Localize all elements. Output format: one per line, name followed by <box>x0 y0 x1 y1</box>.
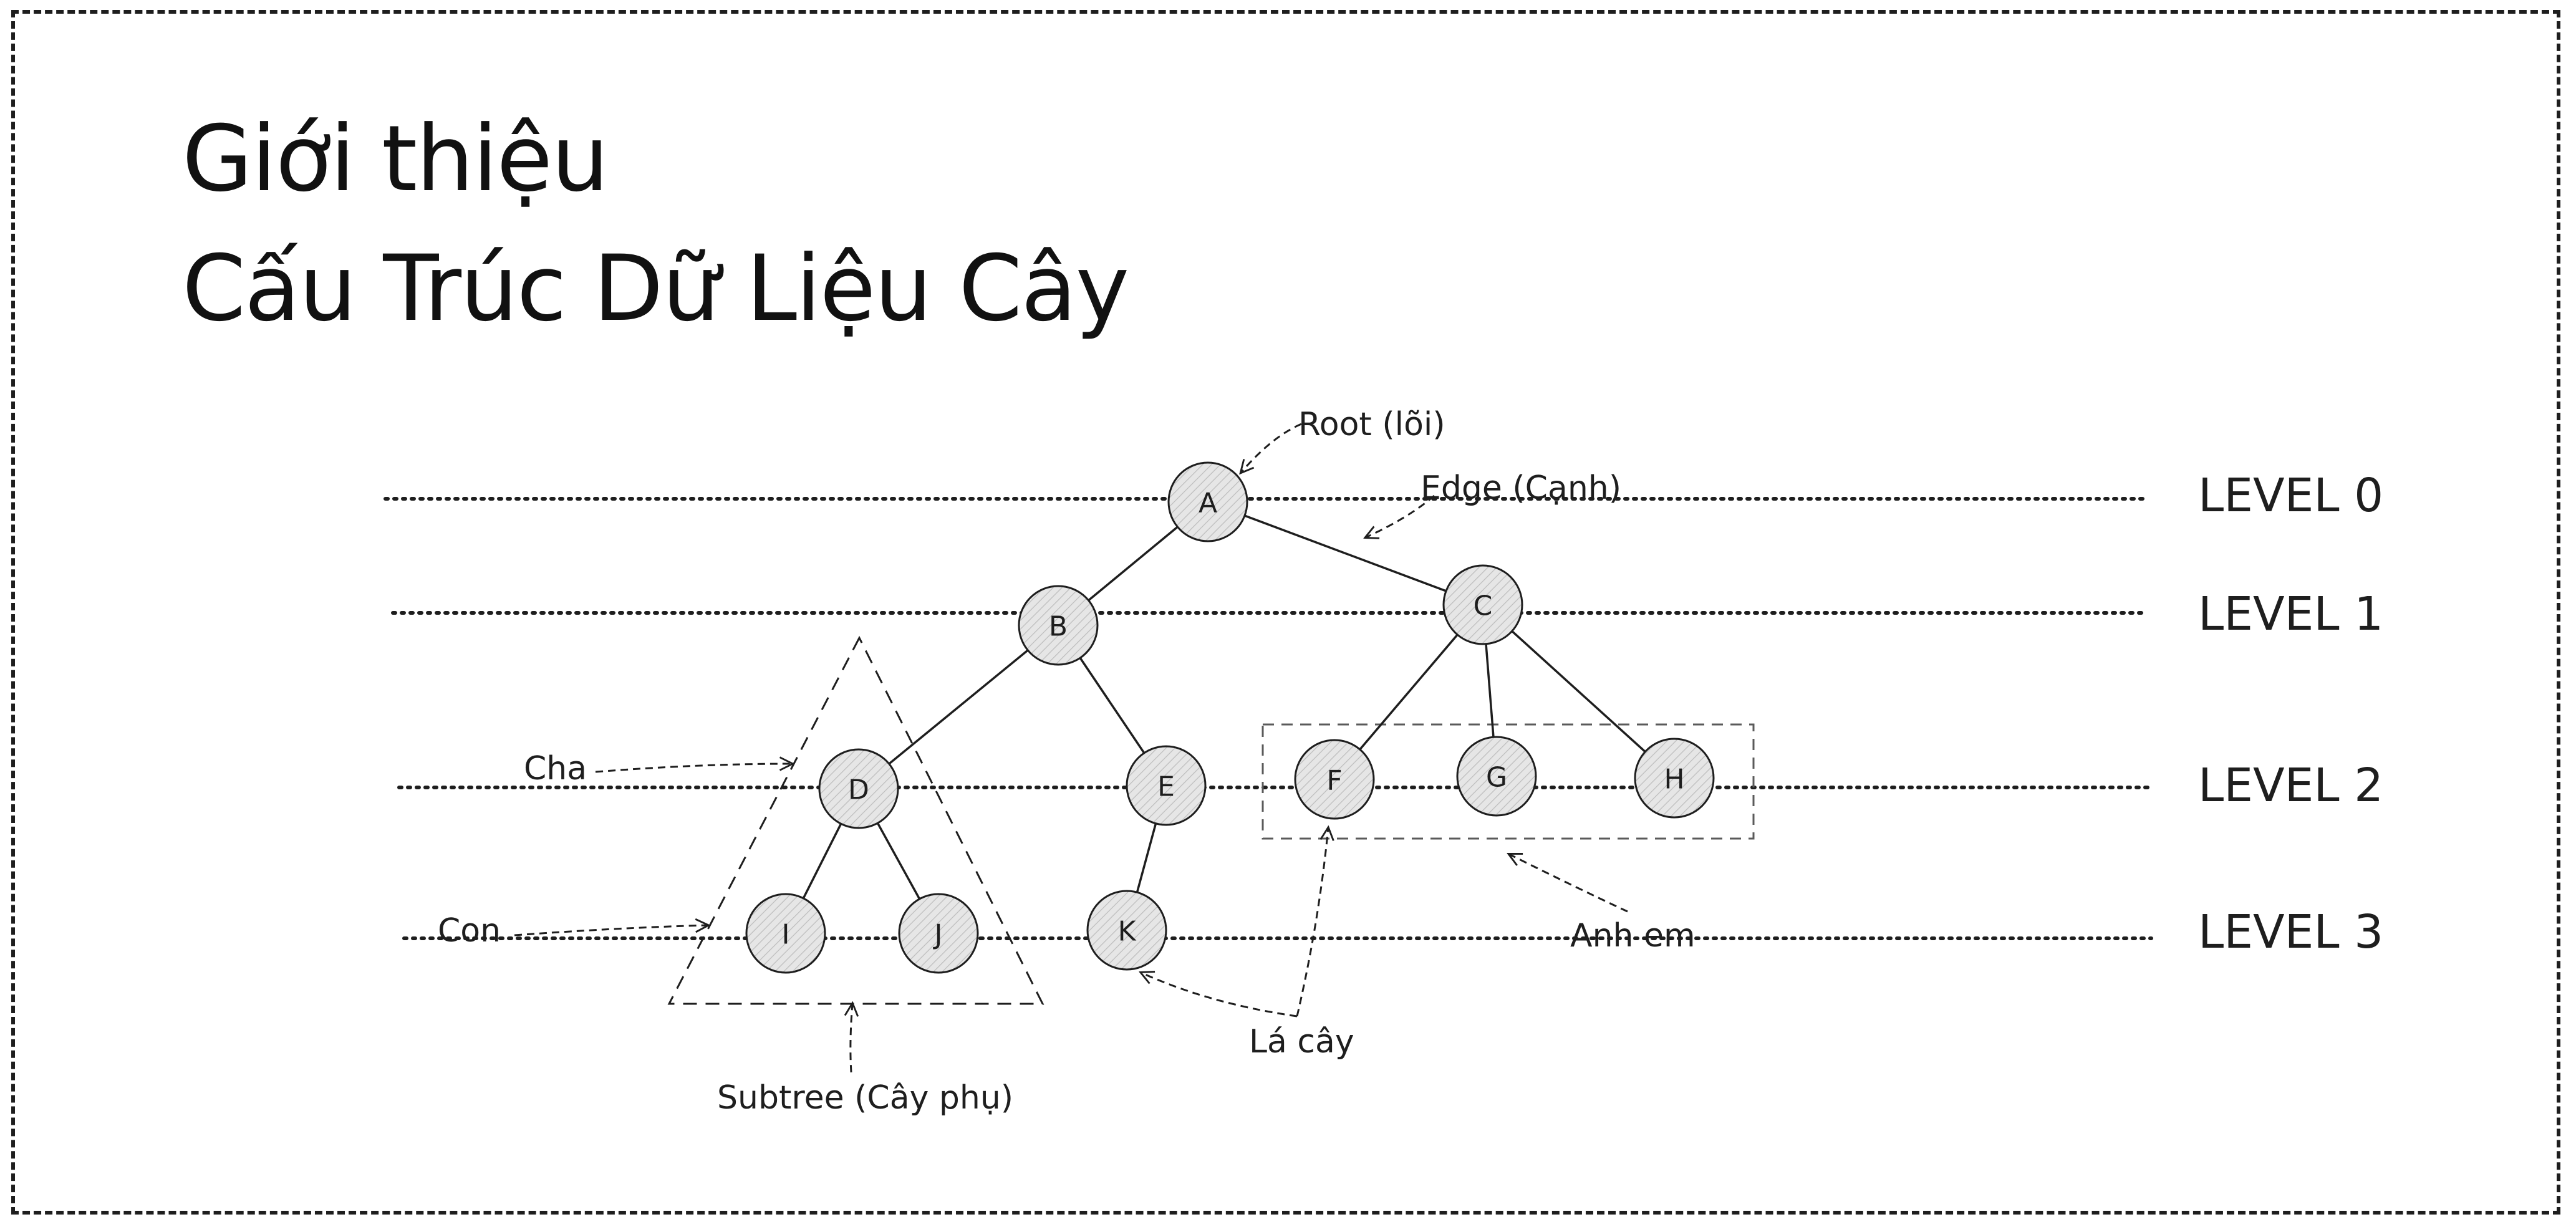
siblings-box <box>1261 723 1755 840</box>
node-circle <box>745 893 826 974</box>
subtree-arrow <box>851 1004 852 1073</box>
tree-node-h: H <box>1634 738 1715 819</box>
node-label: E <box>1157 771 1175 803</box>
tree-node-d: D <box>818 748 899 829</box>
node-circle <box>1294 739 1375 820</box>
edge-annotation: Edge (Cạnh) <box>1421 469 1621 507</box>
edge-a-c <box>1207 501 1483 606</box>
child-arrow <box>514 925 708 936</box>
node-label: I <box>782 919 790 951</box>
tree-node-c: C <box>1442 564 1523 645</box>
node-circle <box>1126 745 1207 826</box>
node-circle <box>1018 585 1099 666</box>
tree-node-f: F <box>1294 739 1375 820</box>
node-label: K <box>1118 916 1137 948</box>
dashed-frame <box>11 10 2560 1215</box>
node-circle <box>898 893 979 974</box>
node-circle <box>1456 736 1537 817</box>
node-label: A <box>1199 488 1217 519</box>
siblings-arrow <box>1509 854 1628 913</box>
node-circle <box>1086 890 1167 971</box>
edge-c-h <box>1482 604 1676 779</box>
node-circle <box>1167 461 1248 542</box>
node-circle <box>1634 738 1715 819</box>
subtree-annotation: Subtree (Cây phụ) <box>717 1079 1013 1117</box>
root-annotation: Root (lõi) <box>1298 406 1445 443</box>
leaf-arrow-to-f <box>1296 828 1328 1017</box>
tree-node-g: G <box>1456 736 1537 817</box>
tree-node-e: E <box>1126 745 1207 826</box>
tree-node-a: A <box>1167 461 1248 542</box>
node-circle <box>1442 564 1523 645</box>
level-label-0: LEVEL 0 <box>2198 469 2383 522</box>
subtree-triangle <box>667 635 1044 1005</box>
node-label: C <box>1474 590 1493 622</box>
tree-node-j: J <box>898 893 979 974</box>
tree-node-k: K <box>1086 890 1167 971</box>
title-line-1: Giới thiệu <box>182 106 609 212</box>
root-arrow <box>1241 423 1302 473</box>
parent-annotation: Cha <box>524 750 587 787</box>
node-circle <box>818 748 899 829</box>
node-label: H <box>1664 764 1684 796</box>
tree-node-b: B <box>1018 585 1099 666</box>
node-label: G <box>1486 762 1507 794</box>
parent-arrow <box>595 764 792 773</box>
leaf-annotation: Lá cây <box>1249 1023 1354 1061</box>
child-annotation: Con <box>438 912 501 950</box>
node-label: D <box>848 774 869 806</box>
level-label-2: LEVEL 2 <box>2198 759 2383 812</box>
level-label-1: LEVEL 1 <box>2198 587 2383 641</box>
title-line-2: Cấu Trúc Dữ Liệu Cây <box>182 236 1129 342</box>
node-label: F <box>1326 765 1342 797</box>
siblings-annotation: Anh em <box>1570 917 1696 955</box>
tree-node-i: I <box>745 893 826 974</box>
leaf-arrow-to-k <box>1141 973 1298 1018</box>
level-label-3: LEVEL 3 <box>2198 905 2383 959</box>
node-label: J <box>933 919 943 951</box>
node-label: B <box>1049 611 1068 643</box>
edge-b-d <box>857 624 1059 790</box>
